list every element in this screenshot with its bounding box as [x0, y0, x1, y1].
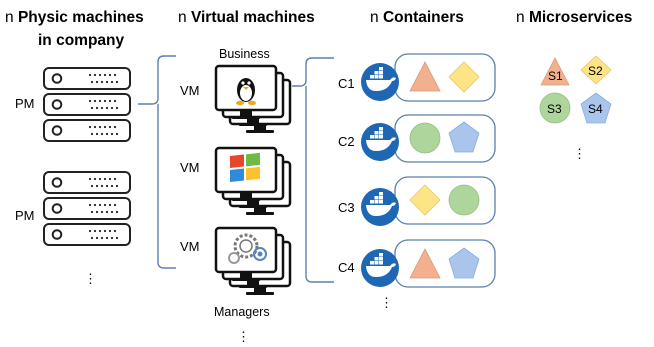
blue-pentagon-shape	[580, 92, 612, 124]
vm-label-2: VM	[180, 160, 200, 175]
orange-triangle-shape	[540, 57, 570, 86]
header-physic-machines-line2: in company	[38, 32, 125, 49]
vm-label-3: VM	[180, 239, 200, 254]
pm-label-2: PM	[15, 208, 35, 223]
vm-label-1: VM	[180, 83, 200, 98]
microservice-s4: S4	[580, 92, 612, 124]
yellow-diamond-shape	[448, 61, 480, 93]
yellow-diamond-shape	[409, 184, 441, 216]
bracket-vm-to-containers	[292, 57, 334, 283]
blue-pentagon-shape	[448, 247, 480, 279]
docker-icon	[361, 123, 399, 161]
docker-icon	[361, 63, 399, 101]
header-containers: n Containers	[370, 9, 464, 26]
orange-triangle-shape	[409, 248, 441, 279]
yellow-diamond-shape	[580, 55, 612, 85]
server-rack-2	[43, 171, 131, 246]
green-circle-shape	[409, 122, 441, 154]
docker-icon	[361, 188, 399, 226]
container-row-2: C2	[338, 114, 496, 163]
header-virtual-machines: n Virtual machines	[178, 9, 315, 26]
vm-monitor-stack-1	[216, 66, 290, 133]
container-row-4: C4	[338, 239, 496, 288]
microservice-label-s1: S1	[548, 69, 563, 83]
container-label-c2: C2	[338, 134, 355, 149]
microservice-s2: S2	[580, 55, 612, 85]
header-microservices: n Microservices	[516, 9, 632, 26]
microservice-label-s4: S4	[588, 102, 603, 116]
microservice-s1: S1	[540, 57, 570, 86]
pm-label-1: PM	[15, 96, 35, 111]
container-box-4	[394, 239, 496, 288]
container-row-3: C3	[338, 176, 496, 226]
microservices-ellipsis: ⋮	[573, 146, 586, 161]
managers-label: Managers	[214, 305, 270, 319]
linux-penguin-icon	[236, 78, 256, 106]
business-label: Business	[219, 47, 270, 61]
container-label-c4: C4	[338, 260, 355, 275]
pm-ellipsis: ⋮	[84, 271, 97, 286]
orange-triangle-shape	[409, 61, 441, 92]
header-physic-machines: n Physic machines	[5, 9, 144, 26]
container-box-1	[394, 53, 496, 102]
microservice-label-s2: S2	[588, 64, 603, 78]
container-label-c1: C1	[338, 76, 355, 91]
managers-gear-icon	[228, 233, 267, 264]
blue-pentagon-shape	[448, 121, 480, 153]
containers-ellipsis: ⋮	[380, 295, 393, 310]
server-rack-1	[43, 67, 131, 142]
green-circle-shape	[448, 184, 480, 216]
microservice-label-s3: S3	[547, 102, 562, 116]
windows-logo-icon	[230, 152, 260, 182]
microservice-s3: S3	[539, 92, 571, 124]
vm-ellipsis: ⋮	[237, 329, 250, 344]
vm-monitor-stack-3	[216, 228, 290, 295]
container-label-c3: C3	[338, 200, 355, 215]
bracket-pm-to-vm	[138, 55, 176, 269]
container-row-1: C1	[338, 53, 496, 102]
docker-icon	[361, 249, 399, 287]
green-circle-shape	[539, 92, 571, 124]
vm-monitor-stack-2	[216, 148, 290, 215]
